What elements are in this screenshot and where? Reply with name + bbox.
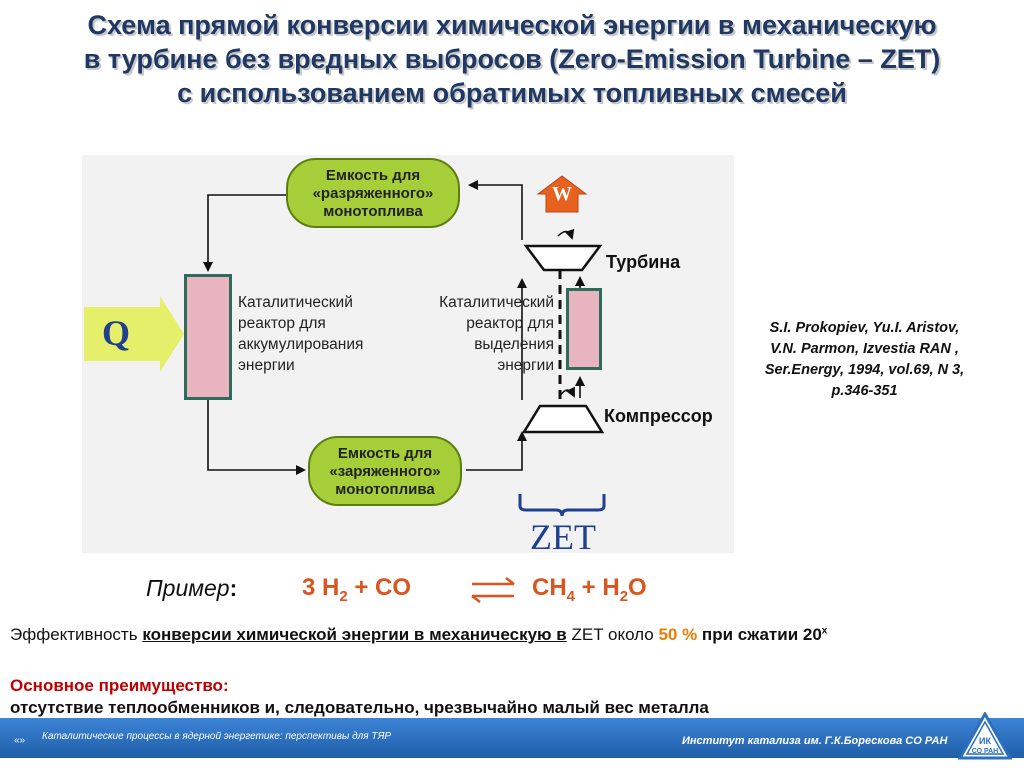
title-line-3: с использованием обратимых топливных сме… (177, 78, 847, 108)
footer-right-text: Институт катализа им. Г.К.Борескова СО Р… (682, 735, 948, 747)
reactant-h: 3 H (302, 574, 340, 601)
efficiency-middle: ZET около (566, 625, 659, 644)
work-output-arrow (536, 175, 588, 213)
slide-title: Схема прямой конверсии химической энерги… (0, 8, 1024, 110)
turbine-rotation-arrow (557, 228, 575, 240)
footer-mark: «» (14, 735, 26, 746)
reactor-release-label: Каталитический реактор для выделения эне… (408, 292, 554, 376)
footer-left-text: Каталитические процессы в ядерной энерге… (42, 731, 392, 742)
flow-line-bottom-left (207, 400, 306, 475)
equilibrium-arrow-forward-head (505, 577, 515, 585)
product-h-subscript: 2 (619, 587, 629, 605)
flow-line-bottom-right (466, 431, 527, 471)
logo-text-2: СО РАН (972, 748, 998, 755)
efficiency-statement: Эффективность конверсии химической энерг… (10, 625, 827, 645)
advantage-title: Основное преимущество: (10, 676, 229, 695)
compressor-rotation-arrow (559, 386, 575, 398)
tank-discharged: Емкость для «разряженного» монотоплива (286, 158, 460, 228)
reactor-right-line-2: реактор для (466, 315, 554, 332)
efficiency-underlined: конверсии химической энергии в механичес… (142, 625, 567, 644)
tank-discharged-line-2: «разряженного» (312, 185, 434, 202)
product-ch: CH (532, 574, 567, 601)
tank-charged-line-1: Емкость для (337, 445, 433, 462)
title-line-1: Схема прямой конверсии химической энерги… (87, 10, 937, 40)
efficiency-suffix: при сжатии 20 (697, 625, 822, 644)
equation-reactants: 3 H2 + CO (302, 574, 411, 605)
efficiency-value: 50 % (658, 625, 698, 644)
reactor-left-line-2: реактор для (238, 315, 326, 332)
footer-bar (0, 718, 1024, 758)
tank-discharged-line-1: Емкость для (325, 167, 421, 184)
heat-label: Q (102, 313, 131, 353)
tank-charged-line-2: «заряженного» (329, 463, 441, 480)
reactor-left-line-3: аккумулирования (238, 336, 364, 353)
example-label: Пример: (146, 575, 237, 602)
institute-logo: ИК СО РАН (958, 712, 1012, 760)
flow-line-top-left (203, 194, 290, 272)
reference-line-3: Ser.Energy, 1994, vol.69, N 3, (764, 362, 965, 378)
tank-charged: Емкость для «заряженного» монотоплива (308, 436, 462, 506)
zet-brace (518, 494, 606, 517)
zet-label: ZET (530, 517, 596, 557)
tank-discharged-line-3: монотоплива (323, 203, 423, 220)
reactor-accumulation (184, 274, 232, 400)
heat-input-arrow (84, 296, 184, 372)
reactor-right-line-3: выделения (474, 336, 554, 353)
turbine-label: Турбина (606, 252, 681, 272)
reactor-left-line-4: энергии (238, 357, 295, 374)
compressor-label: Компрессор (604, 406, 713, 426)
efficiency-prefix: Эффективность (10, 625, 143, 644)
reactor-left-line-1: Каталитический (238, 294, 353, 311)
efficiency-superscript: x (821, 625, 828, 637)
equation-products: CH4 + H2O (532, 574, 647, 605)
reactor-right-line-4: энергии (497, 357, 554, 374)
reference-citation: S.I. Prokopiev, Yu.I. Aristov, V.N. Parm… (732, 318, 997, 402)
logo-text-1: ИК (979, 736, 991, 746)
compressor-shape (521, 404, 605, 434)
reactor-right-line-1: Каталитический (439, 294, 554, 311)
reactant-h-subscript: 2 (339, 587, 348, 605)
reactor-release (566, 288, 602, 370)
flow-line-top-right (468, 180, 523, 240)
equilibrium-arrow-back-head (471, 595, 481, 603)
turbine-shape (523, 244, 603, 272)
reactant-co: + CO (347, 574, 412, 601)
tank-charged-line-3: монотоплива (335, 481, 435, 498)
reference-line-4: p.346-351 (831, 383, 898, 399)
product-ch-subscript: 4 (566, 587, 576, 605)
reference-line-2: V.N. Parmon, Izvestia RAN , (770, 341, 959, 357)
product-o: O (628, 574, 647, 601)
work-label: W (552, 183, 572, 205)
reference-line-1: S.I. Prokopiev, Yu.I. Aristov, (769, 320, 960, 336)
advantage-text: отсутствие теплообменников и, следовател… (10, 698, 709, 717)
product-h: + H (575, 574, 620, 601)
example-label-text: Пример (146, 575, 230, 601)
example-label-colon: : (229, 575, 238, 601)
title-line-2: в турбине без вредных выбросов (Zero-Emi… (83, 44, 941, 74)
reactor-accumulation-label: Каталитический реактор для аккумулирован… (238, 292, 363, 376)
